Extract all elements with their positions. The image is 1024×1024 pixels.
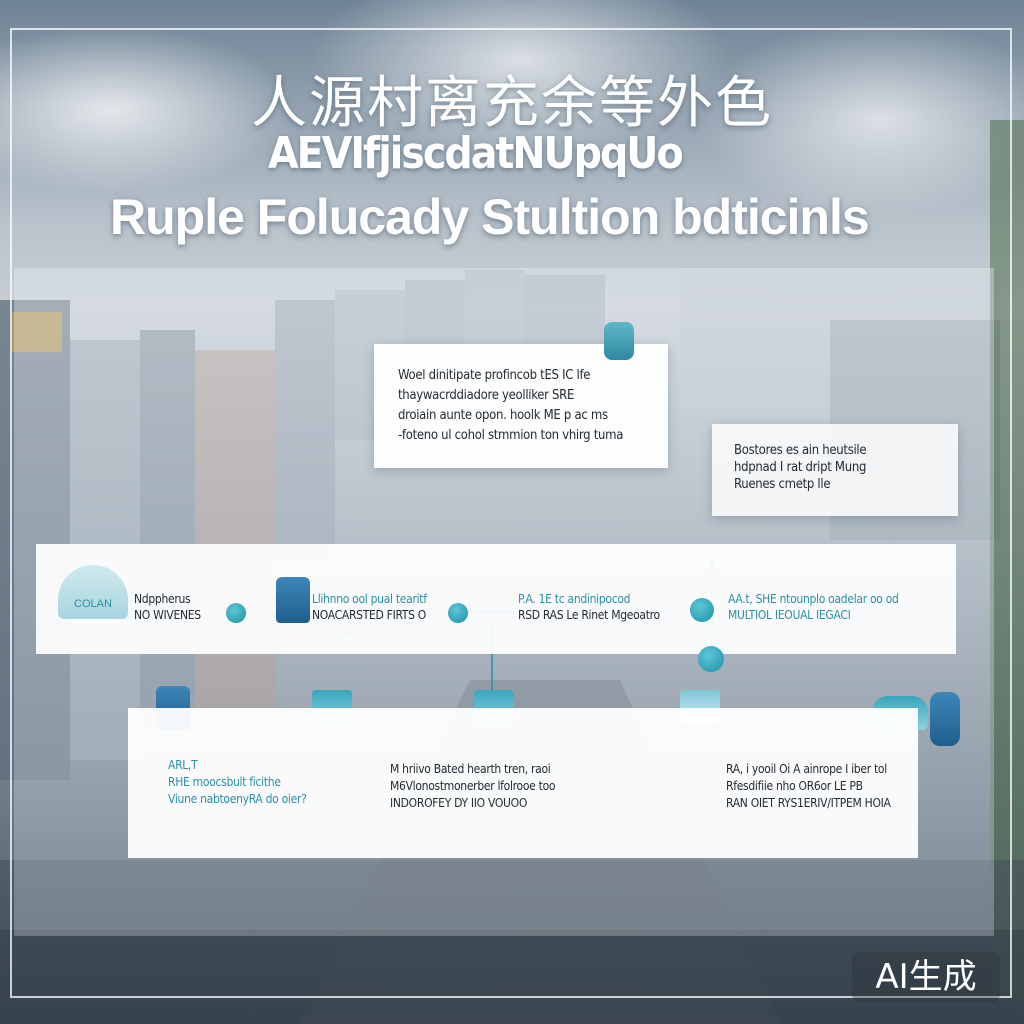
timeline-item-title: Llihnno ool pual tearitf (312, 592, 427, 606)
callout-top-line: thaywacrddiadore yeolliker SRE (398, 388, 575, 403)
timeline-node-icon (690, 598, 714, 622)
timeline-item-subtitle: MULTIOL IEOUAL IEGACI (728, 608, 851, 622)
details-line: ARL,T (168, 758, 198, 772)
timeline-item-title: Ndppherus (134, 592, 191, 606)
device-marker-icon (930, 692, 960, 746)
title-chinese: 人源村离充余等外色 (251, 71, 773, 136)
callout-right-line: hdpnad I rat dript Mung (734, 460, 867, 475)
details-line: INDOROFEY DY IIO VOUOO (390, 796, 528, 810)
callout-top-line: Woel dinitipate profincob tES IC lfe (398, 368, 591, 383)
timeline-node-icon (698, 646, 724, 672)
details-line: Viune nabtoenyRA do oier? (168, 792, 307, 806)
timeline-item: AA.t, SHE ntounplo oadelar oo od MULTIOL… (728, 591, 899, 623)
timeline-item: P.A. 1E tc andinipocod RSD RAS Le Rinet … (518, 591, 660, 623)
title-secondary: AEVIfjiscdatNUpqUo (268, 128, 684, 179)
callout-top: Woel dinitipate profincob tES IC lfe tha… (374, 344, 668, 468)
timeline-item-subtitle: NO WIVENES (134, 608, 201, 622)
callout-right-line: Bostores es ain heutsile (734, 443, 867, 458)
details-column: RA, i yooil Oi A ainrope I iber tol Rfes… (726, 761, 891, 812)
title-main: Ruple Folucady Stultion bdticinls (110, 189, 870, 245)
timeline-item-subtitle: NOACARSTED FIRTS O (312, 608, 426, 622)
timeline-item: Llihnno ool pual tearitf NOACARSTED FIRT… (312, 591, 427, 623)
callout-top-line: -foteno ul cohol stmmion ton vhirg tuma (398, 428, 624, 443)
document-marker-icon (276, 577, 310, 623)
details-column: ARL,T RHE moocsbult ficithe Viune nabtoe… (168, 757, 307, 808)
callout-right: Bostores es ain heutsile hdpnad I rat dr… (712, 424, 958, 516)
details-line: M6Vlonostmonerber lfolrooe too (390, 779, 556, 793)
timeline-item-title: AA.t, SHE ntounplo oadelar oo od (728, 592, 899, 606)
timeline-item-subtitle: RSD RAS Le Rinet Mgeoatro (518, 608, 660, 622)
details-column: M hriivo Bated hearth tren, raoi M6Vlono… (390, 761, 555, 812)
timeline-item: Ndppherus NO WIVENES (134, 591, 201, 623)
pin-marker-icon (604, 322, 634, 360)
timeline-band (36, 544, 956, 654)
details-band (128, 708, 918, 858)
details-line: RAN OIET RYS1ERIV/ITPEM HOIA (726, 796, 891, 810)
timeline-node-icon (448, 603, 468, 623)
callout-right-line: Ruenes cmetp lle (734, 477, 831, 492)
details-line: Rfesdifiie nho OR6or LE PB (726, 779, 863, 793)
details-line: RA, i yooil Oi A ainrope I iber tol (726, 762, 887, 776)
timeline-item-title: P.A. 1E tc andinipocod (518, 592, 631, 606)
poster-frame (10, 28, 1012, 998)
timeline-node-icon (226, 603, 246, 623)
details-line: RHE moocsbult ficithe (168, 775, 281, 789)
callout-top-line: droiain aunte opon. hoolk ME p ac ms (398, 408, 608, 423)
details-line: M hriivo Bated hearth tren, raoi (390, 762, 551, 776)
ai-generated-watermark: AI生成 (852, 952, 1000, 1002)
globe-logo-icon: COLAN (58, 565, 128, 619)
